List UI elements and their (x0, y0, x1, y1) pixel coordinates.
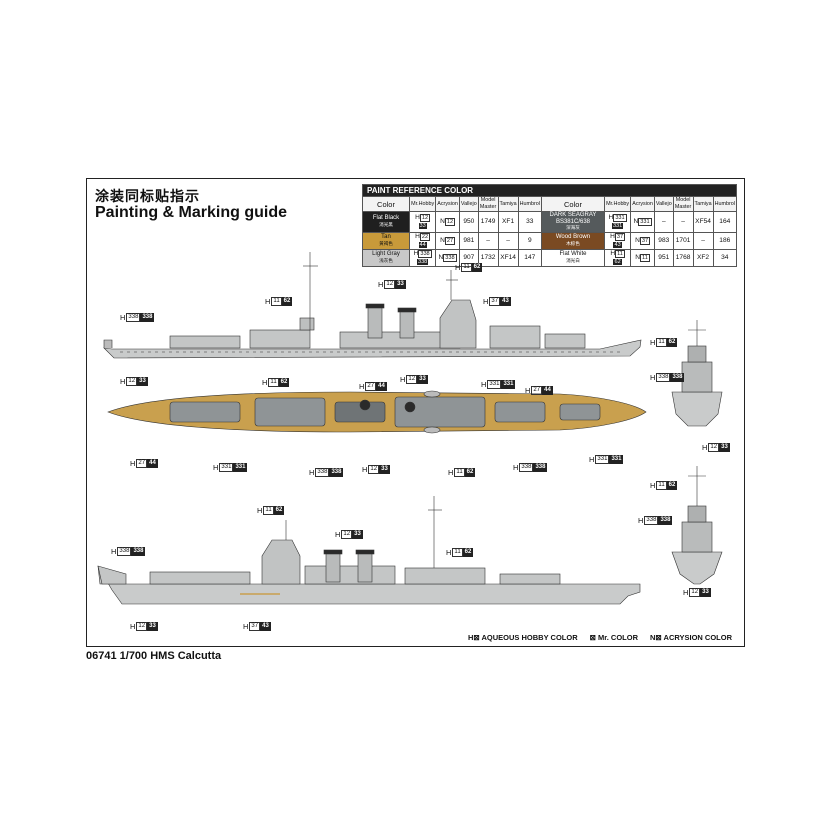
col-tamiya: Tamiya (497, 196, 519, 212)
ship-stern-view (671, 320, 723, 427)
col-color: Color (362, 196, 410, 212)
legend-acrysion: N⊠ ACRYSION COLOR (650, 633, 732, 642)
col-humbrol: Humbrol (517, 196, 542, 212)
ship-bow-view (671, 466, 723, 585)
title-english: Painting & Marking guide (95, 204, 288, 221)
col-vallejo-2: Vallejo (653, 196, 674, 212)
mm-code-cell: 1768 (672, 248, 694, 267)
legend-mr-color: ⊠ Mr. COLOR (589, 633, 639, 642)
vallejo-code-cell: 907 (458, 248, 479, 267)
ship-profile-top (103, 252, 642, 359)
table-header-row: Color Mr.Hobby Acrysion Vallejo Model Ma… (362, 196, 738, 212)
humbrol-code-cell: 164 (712, 211, 738, 233)
paint-reference-table: PAINT REFERENCE COLOR Color Mr.Hobby Acr… (362, 184, 738, 267)
ship-plan-view (107, 390, 647, 434)
title-chinese: 涂装同标贴指示 (95, 189, 200, 205)
ship-profile-bottom (97, 496, 641, 605)
col-tamiya-2: Tamiya (692, 196, 714, 212)
col-vallejo: Vallejo (458, 196, 479, 212)
col-mrhobby: Mr.Hobby (408, 196, 437, 212)
col-acrysion: Acrysion (435, 196, 460, 212)
col-color-2: Color (540, 196, 605, 212)
col-humbrol-2: Humbrol (712, 196, 738, 212)
legend-aqueous: H⊠ AQUEOUS HOBBY COLOR (468, 633, 578, 642)
color-brand-legend: H⊠ AQUEOUS HOBBY COLOR ⊠ Mr. COLOR N⊠ AC… (468, 633, 732, 642)
humbrol-code-cell: 34 (712, 248, 738, 267)
humbrol-code-cell: 147 (517, 248, 542, 267)
col-model-master: Model Master (477, 196, 499, 212)
col-mrhobby-2: Mr.Hobby (603, 196, 632, 212)
tamiya-code-cell: XF14 (497, 248, 519, 267)
kit-footer-label: 06741 1/700 HMS Calcutta (86, 650, 222, 662)
